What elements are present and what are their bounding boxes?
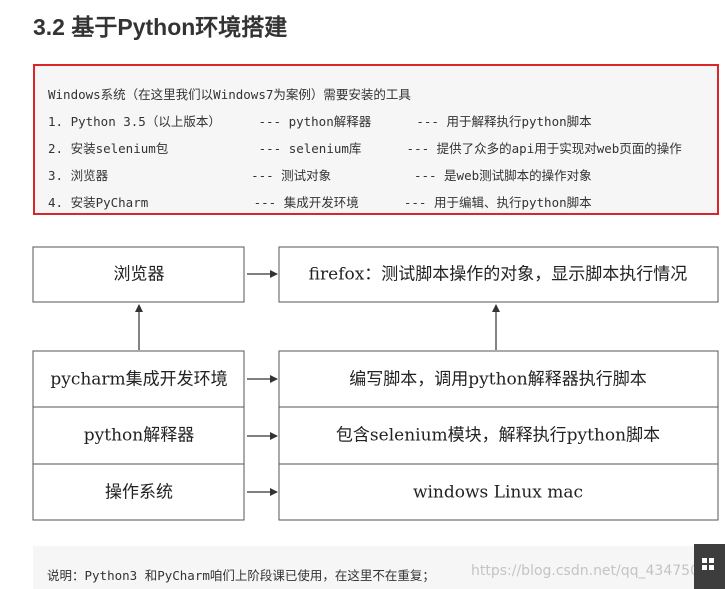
code-line: 3. 浏览器 --- 测试对象 --- 是web测试脚本的操作对象 xyxy=(48,168,592,183)
code-line: 4. 安装PyCharm --- 集成开发环境 --- 用于编辑、执行pytho… xyxy=(48,195,592,210)
label-selenium: 包含selenium模块，解释执行python脚本 xyxy=(336,426,660,446)
code-line: Windows系统（在这里我们以Windows7为案例）需要安装的工具 xyxy=(48,87,411,102)
box-python-interpreter xyxy=(32,406,245,465)
grid-icon xyxy=(702,558,707,563)
code-line: 1. Python 3.5（以上版本） --- python解释器 --- 用于… xyxy=(48,114,592,129)
box-browser xyxy=(32,246,245,303)
label-firefox: firefox：测试脚本操作的对象，显示脚本执行情况 xyxy=(309,265,688,285)
section-heading: 3.2 基于Python环境搭建 xyxy=(33,14,288,40)
box-pycharm xyxy=(32,350,245,408)
box-selenium xyxy=(278,406,719,465)
label-pycharm: pycharm集成开发环境 xyxy=(50,370,227,390)
sidebar-toggle-button[interactable] xyxy=(694,544,725,589)
box-firefox xyxy=(278,246,719,303)
code-line: 2. 安装selenium包 --- selenium库 --- 提供了众多的a… xyxy=(48,141,682,156)
code-block: Windows系统（在这里我们以Windows7为案例）需要安装的工具 1. P… xyxy=(33,64,719,215)
watermark: https://blog.csdn.net/qq_43475097 xyxy=(471,563,717,579)
note-text: 说明：Python3 和PyCharm咱们上阶段课已使用，在这里不在重复； xyxy=(47,568,435,583)
grid-icon xyxy=(709,565,714,570)
note-block: 说明：Python3 和PyCharm咱们上阶段课已使用，在这里不在重复； xyxy=(33,546,725,589)
box-platforms xyxy=(278,463,719,521)
label-python-interpreter: python解释器 xyxy=(84,426,194,446)
label-os: 操作系统 xyxy=(105,483,173,503)
box-os xyxy=(32,463,245,521)
grid-icon xyxy=(709,558,714,563)
architecture-diagram: 浏览器 pycharm集成开发环境 python解释器 操作系统 firefox… xyxy=(32,246,719,521)
label-browser: 浏览器 xyxy=(114,265,165,285)
grid-icon xyxy=(702,565,707,570)
label-write-script: 编写脚本，调用python解释器执行脚本 xyxy=(349,370,646,390)
box-write-script xyxy=(278,350,719,408)
label-platforms: windows Linux mac xyxy=(413,483,583,503)
